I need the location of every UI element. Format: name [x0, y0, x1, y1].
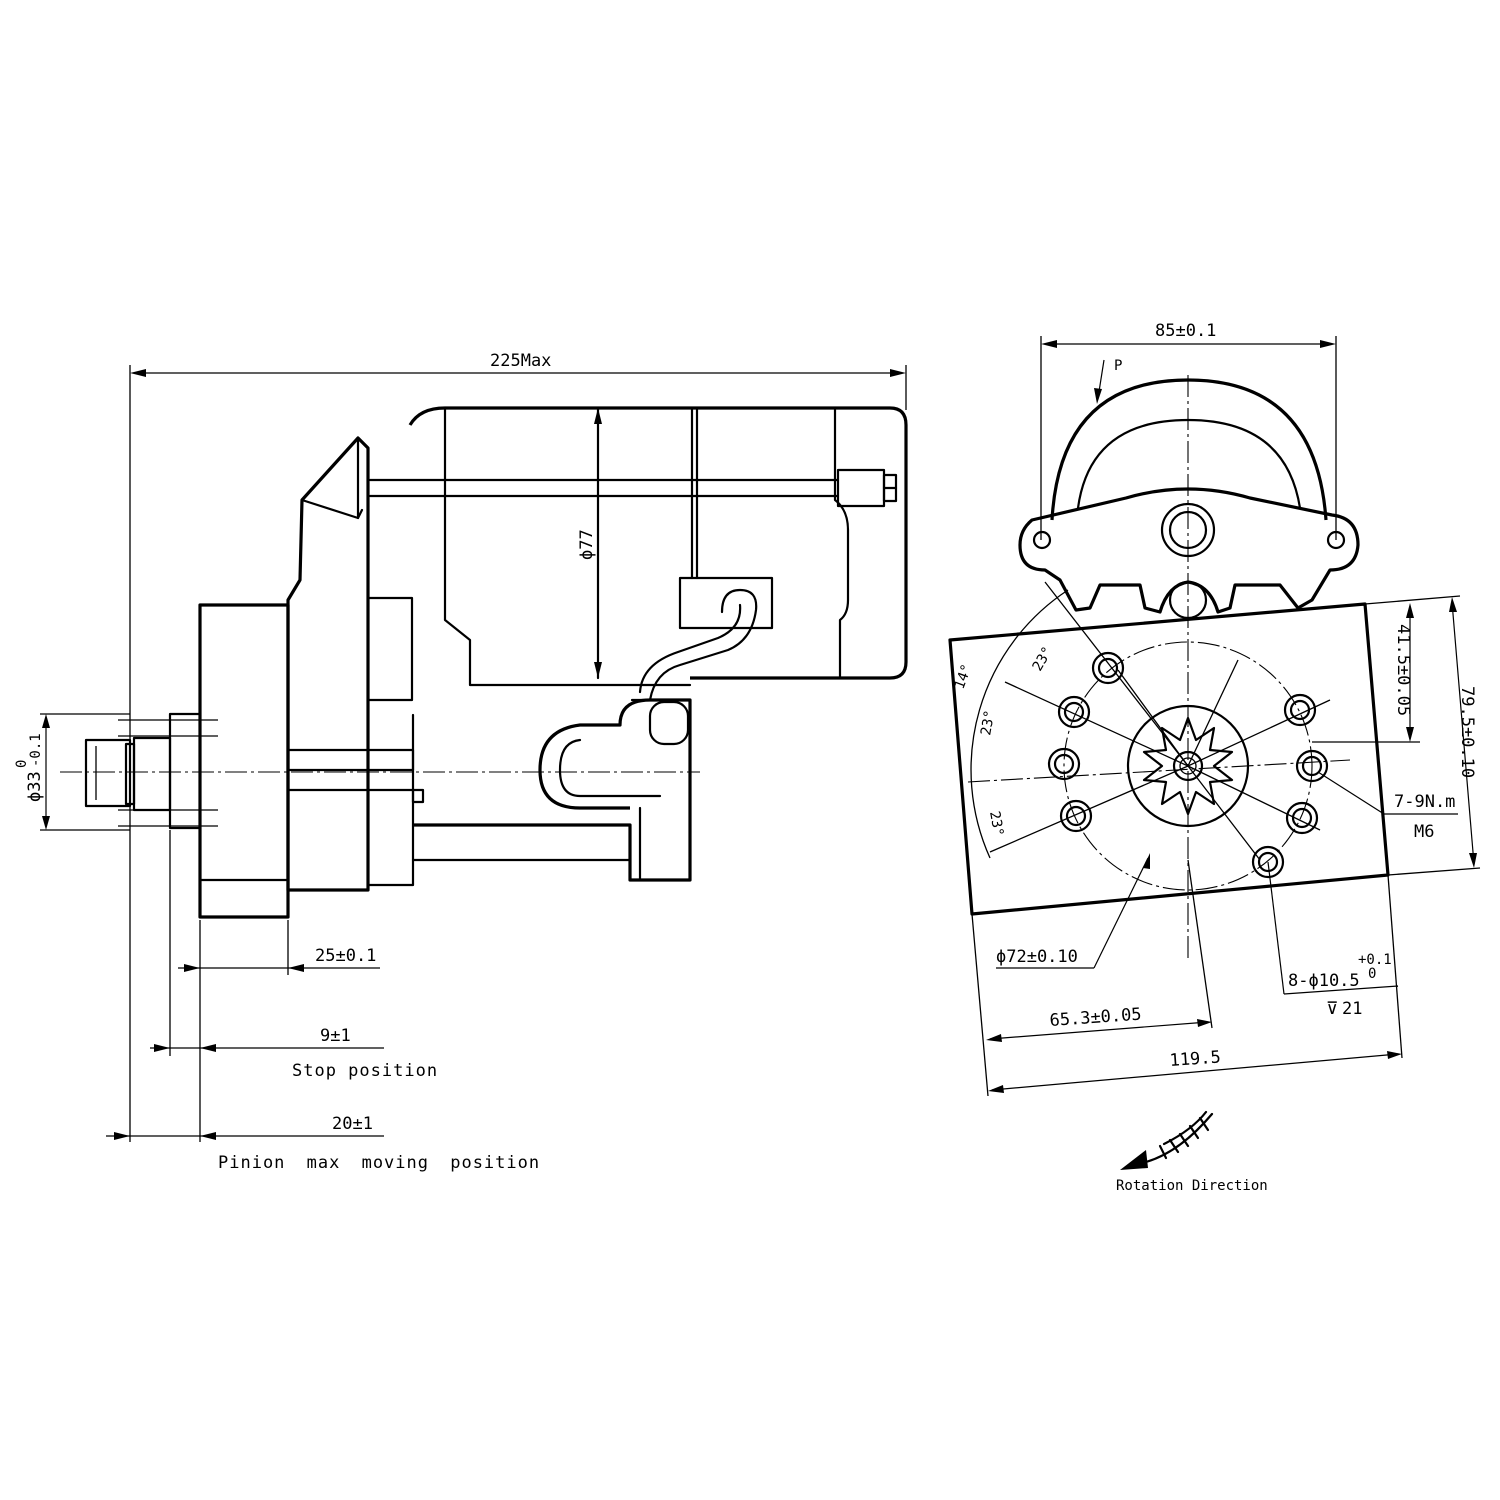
pinion-diameter-label: ϕ33: [25, 771, 45, 802]
mount-spacing-label: 85±0.1: [1155, 321, 1216, 341]
pinion-diameter-dimension: ϕ33 0 -0.1: [14, 713, 130, 831]
hole-spec-lower: 0: [1368, 966, 1376, 982]
flange-dimension-label: 25±0.1: [315, 946, 376, 966]
angle-label-2: 23°: [978, 709, 998, 737]
mount-spacing-dimension: 85±0.1 P: [1040, 321, 1337, 540]
body-diameter-label: ϕ77: [577, 529, 597, 560]
bolt-circle-label: ϕ72±0.10: [996, 947, 1078, 967]
hole-spec-callout: 8-ϕ10.5 +0.1 0 ⊽ 21: [1267, 861, 1399, 1019]
side-view: 225Max: [14, 351, 908, 1173]
end-housing: [1018, 378, 1360, 620]
rotation-label: Rotation Direction: [1116, 1178, 1268, 1194]
motor-body: [368, 406, 908, 702]
pinion-diameter-lower: -0.1: [28, 733, 44, 767]
mounting-plate: [948, 602, 1390, 916]
horizontal-dimensions: 65.3±0.05 119.5: [971, 859, 1403, 1097]
drive-housing: [198, 436, 692, 919]
angle-label-1: 23°: [1030, 644, 1057, 674]
thread-label: M6: [1414, 822, 1434, 842]
p-marker: P: [1114, 358, 1122, 374]
center-offset-label: 65.3±0.05: [1049, 1005, 1142, 1031]
angle-label-4: 14°: [952, 662, 976, 691]
vertical-dimensions: 41.5±0.05 79.5±0.10: [1312, 595, 1481, 876]
overall-length-label: 225Max: [490, 351, 551, 371]
flange-dimension: 25±0.1: [178, 920, 380, 1142]
end-horizontal-centerline: [967, 759, 1351, 783]
pinion-gear: [1126, 704, 1250, 828]
torque-callout: 7-9N.m M6: [1317, 771, 1458, 842]
pinion-diameter-upper: 0: [14, 760, 30, 768]
stop-position-label: Stop position: [292, 1061, 438, 1081]
hole-depth-label: 21: [1342, 999, 1362, 1019]
rotation-direction: Rotation Direction: [1116, 1110, 1268, 1194]
vertical-offset-label: 41.5±0.05: [1393, 624, 1413, 716]
height-label: 79.5±0.10: [1457, 686, 1477, 778]
stop-position-dimension: 9±1 Stop position: [150, 830, 438, 1081]
width-label: 119.5: [1169, 1047, 1221, 1071]
body-diameter-dimension: ϕ77: [577, 408, 602, 678]
hole-spec-upper: +0.1: [1358, 952, 1392, 968]
hole-spec-label: 8-ϕ10.5: [1288, 971, 1360, 991]
depth-symbol: ⊽: [1326, 999, 1338, 1019]
angle-label-3: 23°: [986, 810, 1006, 838]
bolt-circle-callout: ϕ72±0.10: [996, 853, 1150, 969]
bolt-circle: [1063, 641, 1313, 891]
torque-label: 7-9N.m: [1394, 792, 1455, 812]
end-view: 85±0.1 P: [948, 321, 1481, 1194]
pinion: [84, 712, 218, 830]
pinion-travel-dimension: 20±1 Pinion max moving position: [106, 1114, 540, 1173]
bolt-holes: [1047, 651, 1329, 879]
pinion-travel-label: Pinion max moving position: [218, 1153, 540, 1173]
overall-length-dimension: 225Max: [129, 351, 907, 1142]
rotation-arrow-icon: [1120, 1150, 1148, 1170]
stop-position-value: 9±1: [320, 1026, 351, 1046]
pinion-travel-value: 20±1: [332, 1114, 373, 1134]
